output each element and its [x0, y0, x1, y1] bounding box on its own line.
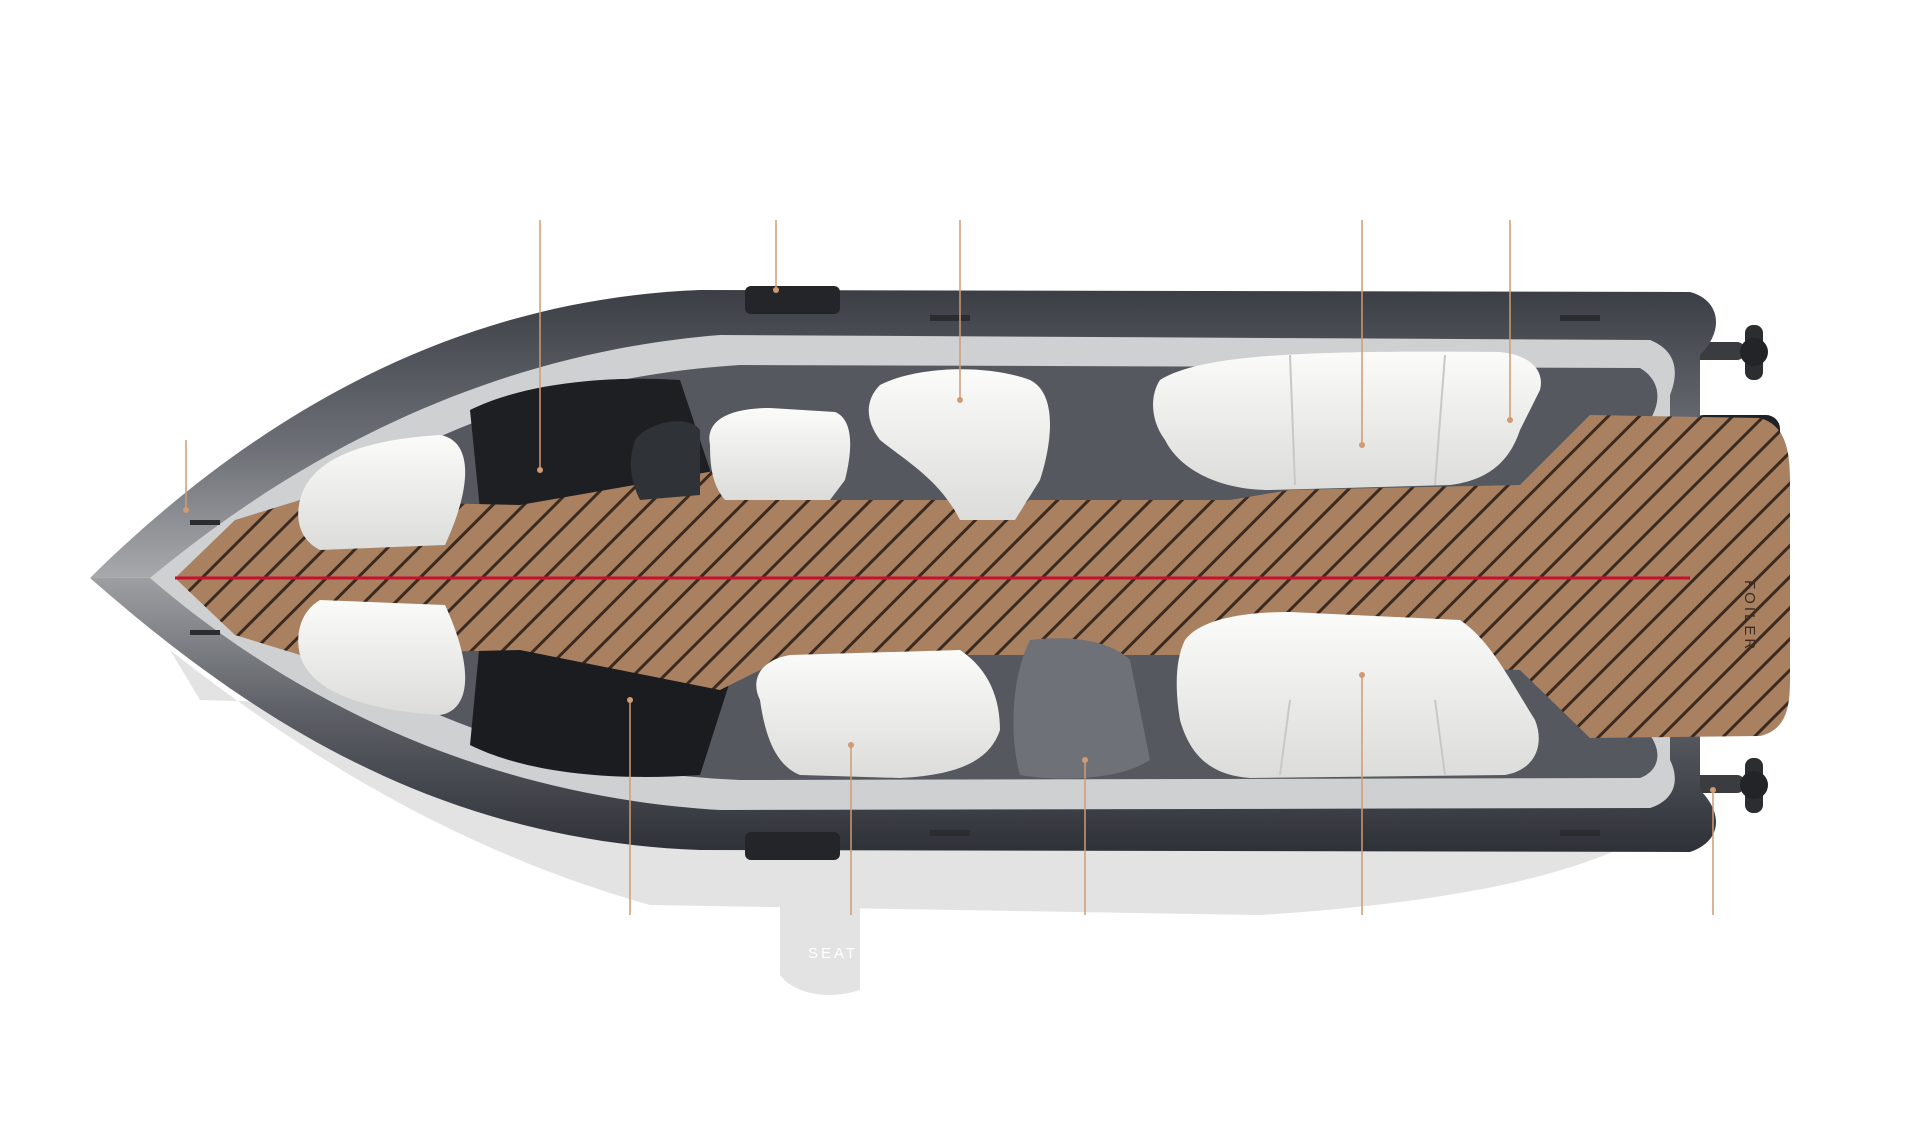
bow-seat-port: [298, 600, 466, 715]
lounge-starboard-front: [868, 369, 1050, 520]
callout-dot-aft-lounge: [1359, 442, 1365, 448]
callout-dot-hull-vent: [773, 287, 779, 293]
callout-dot-aft-lounge-corner: [1507, 417, 1513, 423]
callout-dot-cockpit-hatch: [537, 467, 543, 473]
boat-shadow-keel: [780, 900, 860, 995]
lounge-starboard-aft: [1153, 351, 1541, 490]
callout-dot-center-floor: [1082, 757, 1088, 763]
brand-mark: FOILER: [1741, 580, 1758, 652]
callout-dot-port-bench: [848, 742, 854, 748]
callout-dot-bow-tip: [183, 507, 189, 513]
deck-fittings: [190, 286, 1600, 860]
callout-dot-stern-foil: [1710, 787, 1716, 793]
bow-seat-starboard: [298, 435, 466, 550]
callout-dot-helm-seat: [957, 397, 963, 403]
lounge-port-front: [756, 650, 1000, 778]
lounge-port-aft: [1176, 612, 1539, 778]
center-floor: [1013, 638, 1150, 779]
callout-lines: [183, 220, 1716, 915]
helm-console: [630, 421, 700, 500]
helm-seat: [709, 408, 851, 500]
callout-dot-console-locker: [627, 697, 633, 703]
callout-dot-aft-lounge-port: [1359, 672, 1365, 678]
shadow-mark: SEAT: [808, 945, 858, 962]
